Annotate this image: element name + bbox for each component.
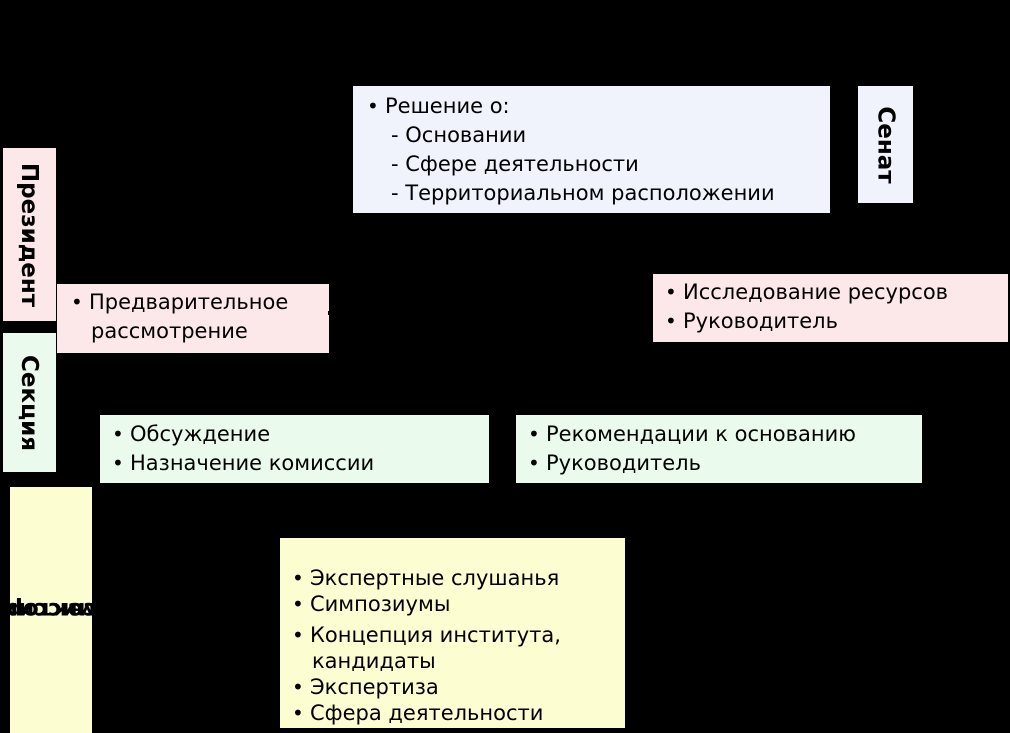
president-label-text: Президент — [16, 162, 43, 307]
senate-decision-list: Решение о:ОснованииСфере деятельностиТер… — [363, 92, 830, 208]
list-item: Сфере деятельности — [363, 150, 830, 179]
list-item: Экспертные слушанья — [288, 565, 625, 591]
list-item: Руководитель — [661, 307, 1008, 336]
list-item: Концепция института, — [288, 622, 625, 648]
list-item: Назначение комиссии — [108, 449, 489, 478]
resource-research-box: Исследование ресурсовРуководитель — [653, 274, 1008, 342]
list-item: Руководитель — [524, 449, 922, 478]
committees-label-line2: секторов — [0, 597, 97, 623]
list-item: Рекомендации к основанию — [524, 420, 922, 449]
discussion-box: ОбсуждениеНазначение комиссии — [100, 415, 489, 483]
list-item: рассмотрение — [91, 319, 248, 343]
list-item: кандидаты — [312, 649, 436, 673]
expert-activities-box: Экспертные слушаньяСимпозиумыКонцепция и… — [280, 538, 625, 728]
list-item: Решение о: — [363, 92, 830, 121]
section-label: Секция — [3, 333, 56, 472]
resource-research-list: Исследование ресурсовРуководитель — [661, 278, 1008, 336]
connector-tick — [328, 311, 331, 315]
list-item: Предварительное — [67, 288, 329, 317]
president-label: Президент — [3, 148, 56, 321]
list-item: Территориальном расположении — [363, 179, 830, 208]
sector-committees-label: Комиссии секторов — [0, 487, 131, 733]
discussion-list: ОбсуждениеНазначение комиссии — [108, 420, 489, 478]
recommendations-box: Рекомендации к основаниюРуководитель — [516, 415, 922, 483]
section-label-text: Секция — [16, 354, 43, 451]
expert-activities-list: Экспертные слушаньяСимпозиумыКонцепция и… — [288, 565, 625, 726]
senate-label: Сенат — [858, 86, 913, 203]
list-item: Экспертиза — [288, 674, 625, 700]
recommendations-list: Рекомендации к основаниюРуководитель — [524, 420, 922, 478]
sector-committees-label-text: Комиссии секторов — [0, 545, 131, 674]
senate-decision-box: Решение о:ОснованииСфере деятельностиТер… — [353, 86, 830, 213]
list-item: Обсуждение — [108, 420, 489, 449]
list-item: Основании — [363, 121, 830, 150]
list-item: Сфера деятельности — [288, 700, 625, 726]
list-item: Исследование ресурсов — [661, 278, 1008, 307]
list-item: Симпозиумы — [288, 591, 625, 617]
senate-label-text: Сенат — [872, 105, 899, 184]
